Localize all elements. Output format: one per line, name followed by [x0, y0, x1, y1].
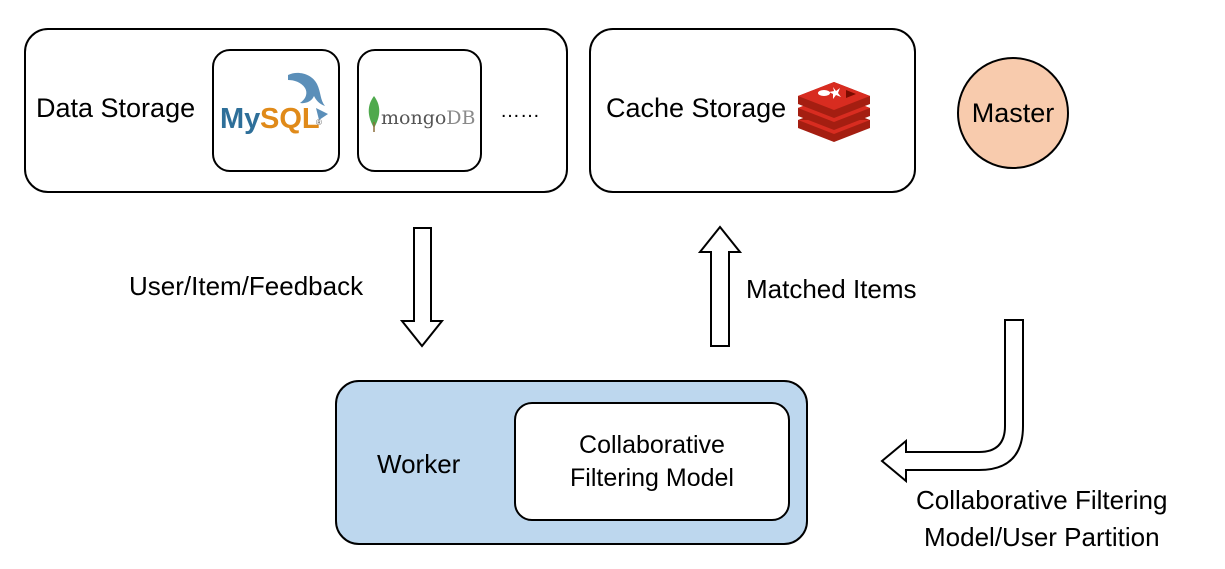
matched-items-label: Matched Items — [746, 274, 917, 304]
master-node: Master — [957, 57, 1069, 169]
svg-text:mongoDB: mongoDB — [381, 107, 476, 129]
cf-model-line1: Collaborative — [579, 430, 725, 459]
cf-partition-label-line1: Collaborative Filtering — [916, 485, 1168, 515]
worker-label: Worker — [377, 449, 461, 479]
svg-text:®: ® — [316, 118, 322, 127]
user-item-feedback-label: User/Item/Feedback — [129, 271, 364, 301]
mysql-logo-text-my: My — [220, 103, 260, 135]
collaborative-filtering-model-box: Collaborative Filtering Model — [514, 402, 790, 521]
curved-arrow-icon — [880, 319, 1024, 484]
down-arrow-icon — [399, 227, 445, 348]
up-arrow-icon — [697, 225, 743, 347]
data-storage-label: Data Storage — [36, 93, 196, 123]
mysql-logo-text-sql: SQL — [260, 103, 320, 135]
more-storages-ellipsis: …… — [500, 100, 540, 122]
dolphin-icon — [288, 72, 325, 106]
master-label: Master — [971, 97, 1055, 128]
leaf-icon — [368, 96, 380, 128]
cf-partition-label-line2: Model/User Partition — [924, 522, 1160, 552]
cf-model-line2: Filtering Model — [570, 463, 734, 492]
cache-storage-label: Cache Storage — [606, 93, 787, 123]
